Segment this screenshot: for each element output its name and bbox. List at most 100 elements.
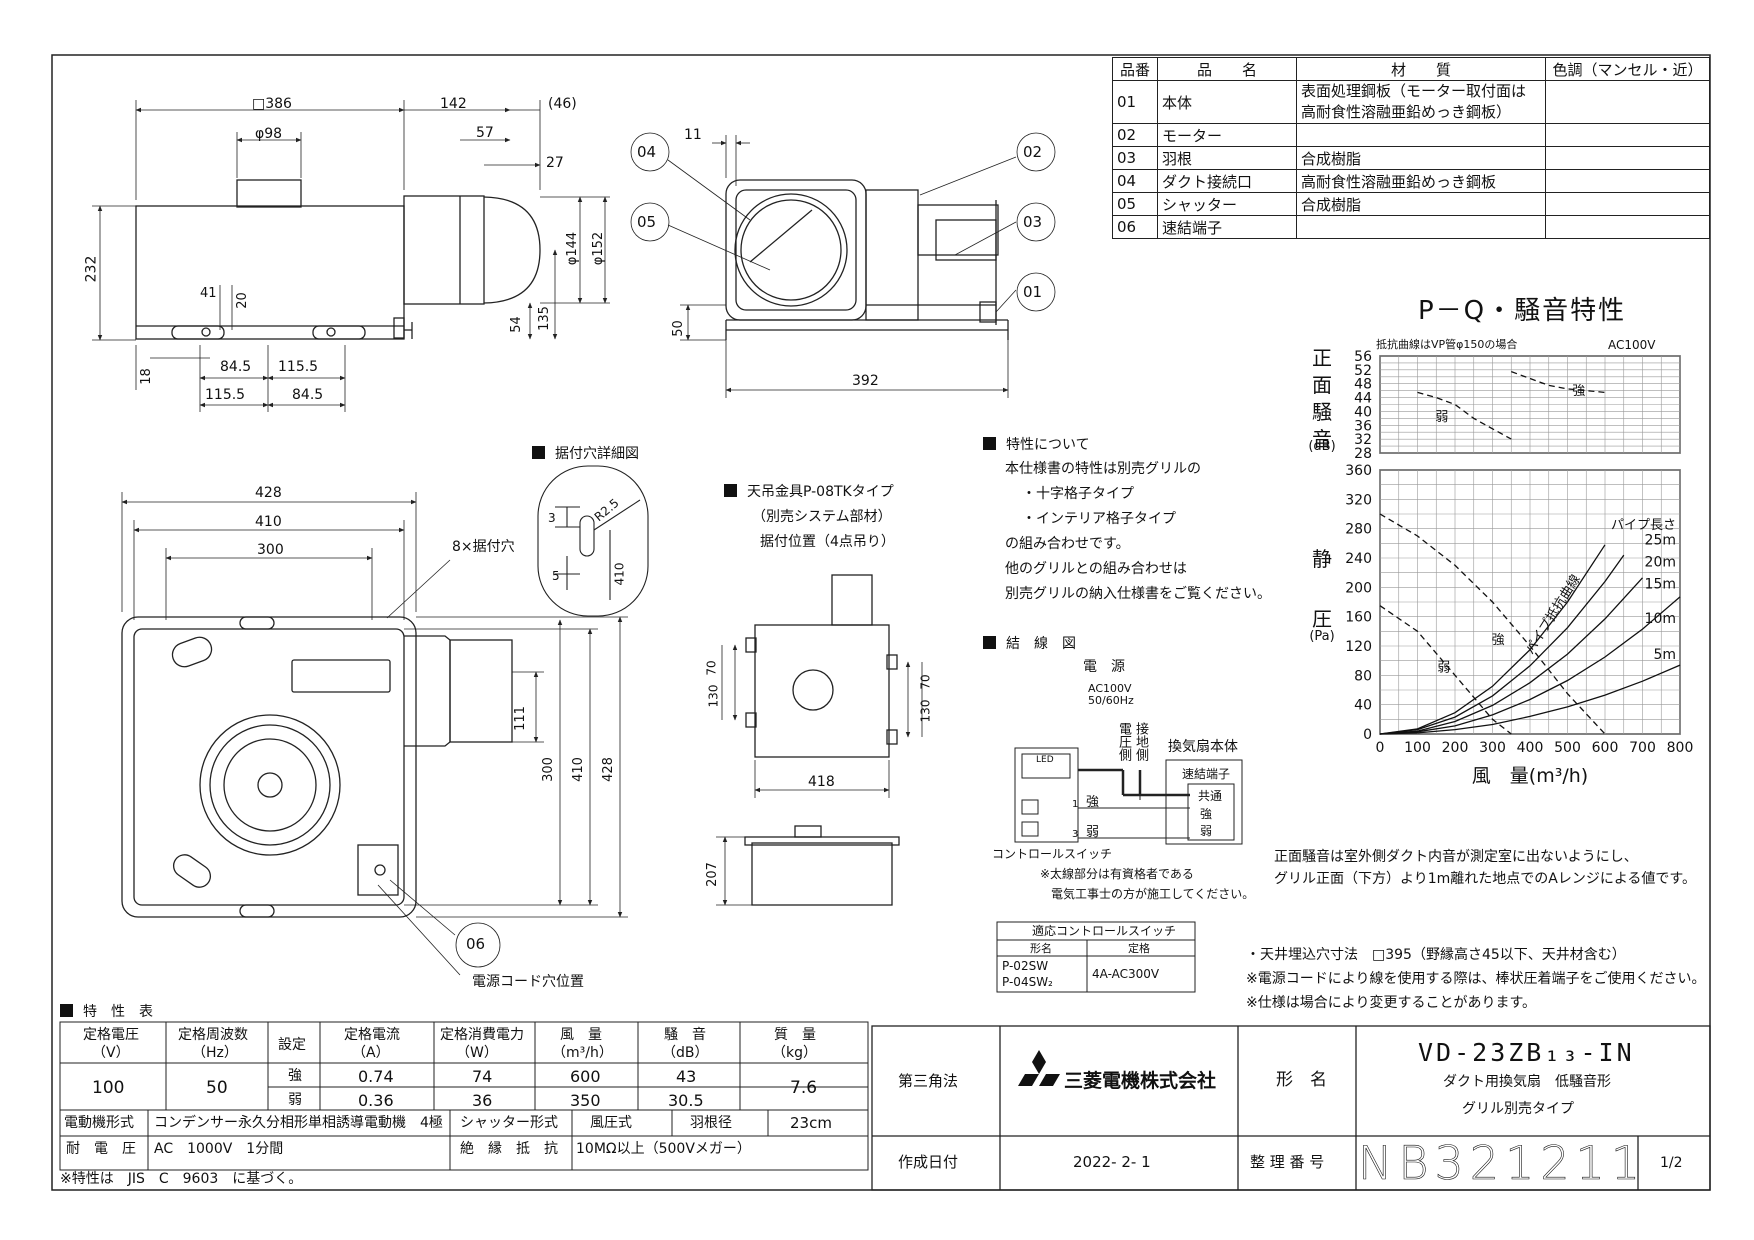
spec-motor-label: 電動機形式 bbox=[64, 1115, 134, 1131]
dim-142: 142 bbox=[440, 96, 467, 112]
creation-date: 2022- 2- 1 bbox=[1073, 1153, 1151, 1171]
spec-h-flow: 風 量 bbox=[560, 1027, 602, 1043]
parts-name: 本体 bbox=[1157, 80, 1297, 124]
wiring-ground-side: 接地側 bbox=[1133, 722, 1148, 761]
series-line bbox=[1379, 554, 1625, 735]
dim-v300: 300 bbox=[540, 757, 556, 782]
page-number: 1/2 bbox=[1660, 1155, 1683, 1171]
switch-rating: 4A-AC300V bbox=[1092, 967, 1160, 981]
parts-name: モーター bbox=[1157, 123, 1297, 147]
wiring-lines bbox=[1014, 747, 1243, 845]
parts-no: 03 bbox=[1112, 146, 1158, 170]
hole-dim-410: 410 bbox=[612, 562, 627, 586]
front-view-dims bbox=[630, 132, 1056, 398]
wire-weak: 弱 bbox=[1086, 825, 1100, 840]
parts-row: 05 シャッター 合成樹脂 bbox=[1112, 192, 1710, 216]
spec-weak-current: 0.36 bbox=[358, 1091, 394, 1110]
spec-motor-value: コンデンサー永久分相形単相誘導電動機 4極 bbox=[154, 1115, 443, 1131]
y-axis-unit: (dB) bbox=[1308, 439, 1335, 454]
series-line bbox=[1417, 391, 1512, 440]
dim-20: 20 bbox=[234, 292, 250, 309]
hole-detail bbox=[537, 465, 649, 617]
spec-u-power: （W） bbox=[456, 1045, 498, 1061]
wiring-ac: AC100V bbox=[1088, 682, 1132, 695]
parts-color bbox=[1545, 80, 1710, 124]
parts-header-material: 材 質 bbox=[1296, 57, 1546, 81]
dim-428: 428 bbox=[255, 485, 282, 501]
y-tick-label: 280 bbox=[1345, 522, 1372, 538]
parts-material-2: 高耐食性溶融亜鉛めっき鋼板） bbox=[1301, 103, 1512, 121]
spec-u-freq: （Hz） bbox=[192, 1045, 238, 1061]
spec-strong-power: 74 bbox=[472, 1067, 493, 1086]
hanger-view bbox=[744, 574, 900, 906]
x-tick-label: 400 bbox=[1517, 740, 1544, 756]
dim-54: 54 bbox=[508, 316, 524, 333]
note-ceiling-hole: ・天井埋込穴寸法 □395（野縁高さ45以下、天井材含む） bbox=[1246, 947, 1626, 963]
hanger-dim-418: 418 bbox=[808, 774, 835, 790]
ref-number: NB321211 bbox=[1358, 1136, 1647, 1190]
model-desc-2: グリル別売タイプ bbox=[1462, 1101, 1574, 1117]
parts-row: 02 モーター bbox=[1112, 123, 1710, 147]
features-line: の組み合わせです。 bbox=[1005, 536, 1130, 552]
wiring-voltage-side: 電圧側 bbox=[1116, 722, 1131, 761]
hanger-sub1: （別売システム部材） bbox=[752, 509, 892, 525]
side-view bbox=[135, 179, 541, 340]
y-axis-label-char: 音 bbox=[1312, 427, 1332, 451]
y-axis-label-char: 面 bbox=[1312, 373, 1332, 397]
pipe-length-label: 5m bbox=[1653, 647, 1676, 663]
parts-table: 品番 品 名 材 質 色調（マンセル・近） 01 本体 表面処理鋼板（モーター取… bbox=[1112, 57, 1710, 239]
parts-row: 01 本体 表面処理鋼板（モーター取付面は高耐食性溶融亜鉛めっき鋼板） bbox=[1112, 80, 1710, 124]
parts-name: 速結端子 bbox=[1157, 215, 1297, 239]
noise-note-1: 正面騒音は室外側ダクト内音が測定室に出ないようにし、 bbox=[1274, 849, 1638, 865]
dim-phi152: φ152 bbox=[591, 231, 607, 266]
spec-shutter-value: 風圧式 bbox=[590, 1115, 632, 1131]
callout-03: 03 bbox=[1023, 213, 1043, 231]
parts-material: 合成樹脂 bbox=[1296, 146, 1546, 170]
dim-57: 57 bbox=[476, 125, 494, 141]
parts-row: 03 羽根 合成樹脂 bbox=[1112, 146, 1710, 170]
hanger-dim-70a: 70 bbox=[704, 660, 719, 676]
x-tick-label: 700 bbox=[1629, 740, 1656, 756]
spec-weak-label: 弱 bbox=[288, 1092, 302, 1108]
features-line: 別売グリルの納入仕様書をご覧ください。 bbox=[1005, 586, 1271, 602]
side-view-dims bbox=[92, 100, 610, 412]
spec-h-freq: 定格周波数 bbox=[178, 1027, 248, 1043]
dim-11: 11 bbox=[684, 127, 702, 143]
hanger-dim-70b: 70 bbox=[918, 674, 933, 690]
bottom-view bbox=[121, 616, 513, 918]
y-tick-label: 56 bbox=[1354, 349, 1372, 365]
hanger-dim-130a: 130 bbox=[706, 684, 721, 708]
spec-withstand-label: 耐 電 圧 bbox=[66, 1141, 136, 1157]
series-line bbox=[1511, 370, 1606, 394]
y-axis-label-char: 圧 bbox=[1312, 607, 1332, 631]
switch-table-h-rating: 定格 bbox=[1128, 942, 1150, 955]
cord-hole-label: 電源コード穴位置 bbox=[472, 974, 584, 990]
ref-label: 整 理 番 号 bbox=[1250, 1153, 1325, 1171]
wiring-fan-body: 換気扇本体 bbox=[1168, 739, 1238, 755]
parts-material: 高耐食性溶融亜鉛めっき鋼板 bbox=[1296, 169, 1546, 193]
series-line bbox=[1379, 664, 1681, 735]
wiring-note-2: 電気工事士の方が施工してください。 bbox=[1051, 887, 1255, 901]
projection-method: 第三角法 bbox=[898, 1072, 959, 1090]
y-axis-unit: (Pa) bbox=[1309, 629, 1334, 644]
date-label: 作成日付 bbox=[898, 1153, 959, 1171]
spec-h-power: 定格消費電力 bbox=[440, 1027, 524, 1043]
series-label-strong: 強 bbox=[1492, 633, 1505, 648]
dim-46: (46) bbox=[548, 96, 577, 112]
x-tick-label: 800 bbox=[1667, 740, 1694, 756]
series-line bbox=[1379, 596, 1681, 735]
features-line: 本仕様書の特性は別売グリルの bbox=[1005, 461, 1201, 477]
switch-table-h-model: 形名 bbox=[1030, 942, 1052, 955]
bottom-view-dims bbox=[121, 492, 628, 976]
dim-41: 41 bbox=[200, 286, 217, 301]
parts-material: 表面処理鋼板（モーター取付面は bbox=[1301, 82, 1527, 100]
spec-footnote: ※特性は JIS C 9603 に基づく。 bbox=[60, 1171, 303, 1187]
features-line: ・十字格子タイプ bbox=[1022, 486, 1134, 502]
spec-h-mass: 質 量 bbox=[774, 1027, 816, 1043]
pipe-length-label: 10m bbox=[1645, 611, 1676, 627]
wiring-terminal: 速結端子 bbox=[1182, 767, 1231, 781]
spec-h-noise: 騒 音 bbox=[664, 1027, 706, 1043]
spec-strong-noise: 43 bbox=[676, 1067, 697, 1086]
